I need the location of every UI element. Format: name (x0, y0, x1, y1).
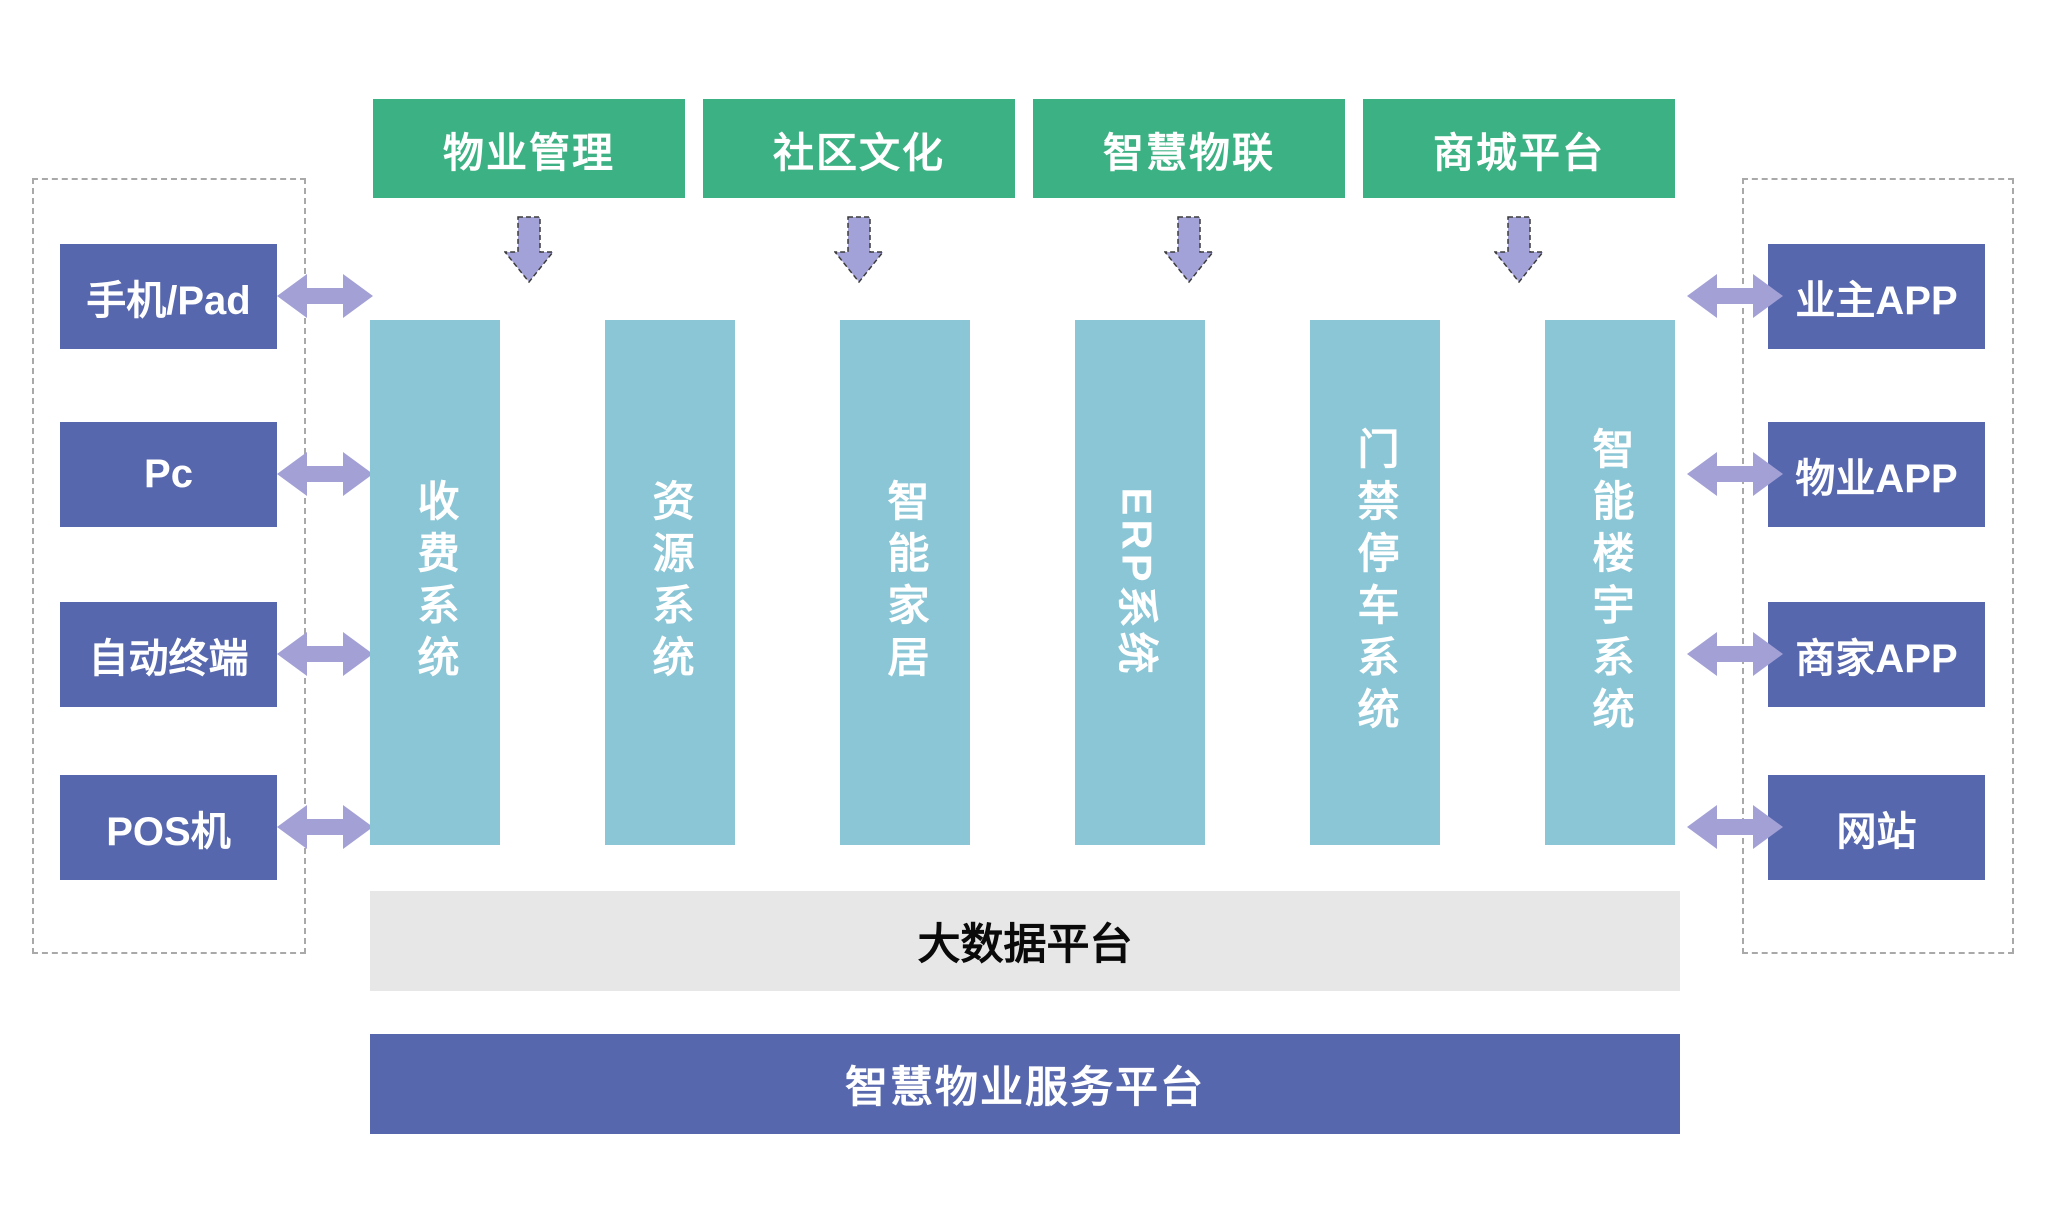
app-label: 物业APP (1795, 456, 1958, 501)
app-label: 网站 (1836, 809, 1917, 854)
double-arrow-icon (277, 632, 373, 676)
app-box-merchant-app: 商家APP (1768, 602, 1985, 707)
device-label: 手机/Pad (86, 278, 251, 323)
system-column-access-parking: 门禁停车系统 (1310, 320, 1440, 845)
system-label: 智能家居 (882, 478, 929, 687)
app-box-property-app: 物业APP (1768, 422, 1985, 527)
device-box-pc: Pc (60, 422, 277, 527)
app-box-website: 网站 (1768, 775, 1985, 880)
module-box-property-management: 物业管理 (373, 99, 685, 198)
system-column-smart-home: 智能家居 (840, 320, 970, 845)
app-label: 商家APP (1795, 636, 1958, 681)
double-arrow-icon (277, 805, 373, 849)
system-column-smart-building: 智能楼宇系统 (1545, 320, 1675, 845)
big-data-platform-bar: 大数据平台 (370, 891, 1680, 991)
device-box-pos: POS机 (60, 775, 277, 880)
module-label: 商城平台 (1433, 129, 1605, 176)
double-arrow-icon (1687, 632, 1783, 676)
double-arrow-icon (277, 274, 373, 318)
module-box-community-culture: 社区文化 (703, 99, 1015, 198)
system-column-billing: 收费系统 (370, 320, 500, 845)
down-arrow-icon (504, 216, 554, 283)
app-box-owner-app: 业主APP (1768, 244, 1985, 349)
system-label: ERP系统 (1113, 487, 1161, 678)
double-arrow-icon (1687, 805, 1783, 849)
app-label: 业主APP (1795, 278, 1958, 323)
module-label: 社区文化 (773, 129, 945, 176)
system-label: 收费系统 (412, 478, 459, 687)
device-label: POS机 (106, 809, 231, 854)
double-arrow-icon (277, 452, 373, 496)
system-column-resource: 资源系统 (605, 320, 735, 845)
module-box-smart-iot: 智慧物联 (1033, 99, 1345, 198)
system-label: 资源系统 (647, 478, 694, 687)
module-box-mall-platform: 商城平台 (1363, 99, 1675, 198)
bar-label: 大数据平台 (917, 921, 1133, 969)
left-devices-group-frame (32, 178, 306, 954)
smart-property-service-platform-bar: 智慧物业服务平台 (370, 1034, 1680, 1134)
double-arrow-icon (1687, 452, 1783, 496)
down-arrow-icon (1494, 216, 1544, 283)
system-label: 门禁停车系统 (1352, 426, 1399, 739)
device-box-mobile-pad: 手机/Pad (60, 244, 277, 349)
device-label: 自动终端 (88, 636, 249, 681)
module-label: 物业管理 (443, 129, 615, 176)
double-arrow-icon (1687, 274, 1783, 318)
down-arrow-icon (1164, 216, 1214, 283)
down-arrow-icon (834, 216, 884, 283)
module-label: 智慧物联 (1103, 129, 1275, 176)
bar-label: 智慧物业服务平台 (845, 1064, 1205, 1112)
device-box-auto-terminal: 自动终端 (60, 602, 277, 707)
right-apps-group-frame (1742, 178, 2014, 954)
device-label: Pc (144, 452, 193, 496)
system-column-erp: ERP系统 (1075, 320, 1205, 845)
system-label: 智能楼宇系统 (1587, 426, 1634, 739)
